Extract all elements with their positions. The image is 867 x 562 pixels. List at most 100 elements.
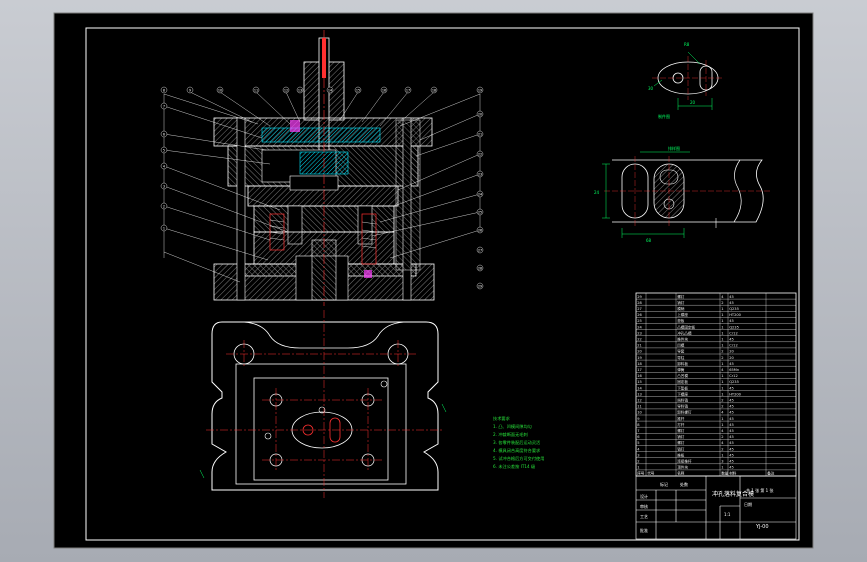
balloon-left: 5 (163, 148, 165, 152)
parts-list-cell: 1 (721, 453, 723, 457)
balloon-top: 12 (284, 88, 288, 92)
parts-list-cell: 2 (721, 399, 723, 403)
balloon-right: 20 (478, 112, 482, 116)
parts-list-cell: 顶件块 (677, 465, 688, 470)
parts-list-header: 材料 (729, 471, 737, 476)
balloon-top: 15 (356, 88, 360, 92)
parts-list-header: 代号 (647, 471, 655, 476)
parts-list-cell: 上模座 (677, 312, 688, 317)
parts-list-cell: 连接推杆 (677, 459, 692, 464)
parts-list-cell: 推杆 (677, 416, 685, 421)
parts-list-cell: 3 (721, 460, 723, 464)
dim-part-width: 20 (690, 100, 696, 105)
title-label-process: 工艺 (640, 514, 648, 519)
parts-list-cell: 1 (721, 313, 723, 317)
balloon-circle (380, 86, 388, 94)
balloon-circle (160, 146, 168, 154)
balloon-circle (430, 86, 438, 94)
parts-list-cell: 45 (729, 405, 734, 409)
balloon-circle (160, 130, 168, 138)
parts-list-cell: 销钉 (677, 434, 685, 439)
balloon-top: 16 (382, 88, 386, 92)
balloon-left: 1 (163, 226, 165, 230)
parts-list-cell: 45 (729, 460, 734, 464)
parts-list-cell: 15 (637, 380, 642, 384)
parts-list-cell: 12 (637, 399, 642, 403)
parts-list-cell: 1 (721, 319, 723, 323)
parts-list-cell: 1 (721, 362, 723, 366)
parts-list-cell: 1 (721, 423, 723, 427)
parts-list-cell: 1 (721, 338, 723, 342)
balloon-circle (404, 86, 412, 94)
parts-list-cell: Cr12 (729, 374, 738, 378)
parts-list-cell: 1 (721, 417, 723, 421)
tech-note: 5. 试冲合格后方可交付使用 (493, 455, 544, 462)
title-label-design: 设计 (640, 493, 648, 499)
parts-list-cell: 65Mn (729, 368, 739, 372)
parts-list-header: 名称 (677, 471, 685, 476)
parts-list-cell: Cr12 (729, 331, 738, 335)
balloon-circle (326, 86, 334, 94)
balloon-circle (282, 86, 290, 94)
parts-list-cell: 螺钉 (677, 428, 685, 433)
parts-list-cell: 1 (637, 466, 639, 470)
parts-list-cell: 推件块 (677, 337, 688, 342)
parts-list-cell: Cr12 (729, 344, 738, 348)
parts-list-cell: 4 (721, 429, 724, 433)
balloon-left: 3 (163, 184, 165, 188)
parts-list-cell: 1 (721, 392, 723, 396)
balloon-circle (186, 86, 194, 94)
parts-list-cell: 1 (721, 466, 723, 470)
balloon-right: 23 (478, 172, 482, 176)
parts-list-cell: 2 (721, 447, 723, 451)
parts-list-cell: 下模座 (677, 391, 688, 396)
parts-list-cell: 45 (729, 417, 734, 421)
balloon-top: 10 (218, 88, 222, 92)
balloon-circle (216, 86, 224, 94)
balloon-circle (476, 264, 484, 272)
parts-list-cell: 45 (729, 429, 734, 433)
tech-note: 1. 凸、凹模间隙均匀 (493, 423, 532, 430)
balloon-circle (476, 150, 484, 158)
parts-list-cell: 6 (637, 435, 640, 439)
parts-list-cell: 导料销 (677, 404, 688, 409)
balloon-circle (476, 226, 484, 234)
balloon-circle (160, 162, 168, 170)
section-view (213, 30, 435, 306)
title-sheet: 共 1 张 第 1 张 (746, 487, 773, 493)
parts-list-cell: 45 (729, 423, 734, 427)
balloon-top: 11 (254, 88, 258, 92)
parts-list-cell: 2 (721, 356, 723, 360)
parts-list-cell: 2 (637, 460, 639, 464)
parts-list-cell: 45 (729, 295, 734, 299)
balloon-circle (160, 224, 168, 232)
parts-list-cell: 20 (729, 356, 734, 360)
dim-part-length: 30 (648, 86, 654, 91)
balloon-right: 29 (478, 284, 482, 288)
balloon-circle (476, 208, 484, 216)
title-label-date: 日期 (744, 501, 752, 507)
balloon-top: 17 (406, 88, 410, 92)
title-drawing-name: 冲孔落料复合模 (712, 490, 754, 498)
balloon-circle (476, 246, 484, 254)
parts-list-cell: 冲孔凸模 (677, 330, 692, 335)
balloon-circle (476, 170, 484, 178)
parts-list-cell: 9 (637, 417, 640, 421)
tech-note: 2. 冲裁断面无毛刺 (493, 431, 528, 438)
parts-list-cell: 45 (729, 453, 734, 457)
parts-list-cell: 8 (637, 423, 640, 427)
title-block (635, 475, 797, 540)
strip-layout (602, 151, 770, 238)
balloon-top: 9 (189, 88, 191, 92)
balloon-right: 22 (478, 152, 482, 156)
parts-list-cell: 22 (637, 338, 642, 342)
parts-list-cell: 2 (721, 405, 723, 409)
parts-list-cell: 13 (637, 392, 642, 396)
tech-note: 4. 模具闭合高度符合要求 (493, 447, 541, 454)
parts-list-cell: 5 (637, 441, 639, 445)
balloon-right: 21 (478, 132, 482, 136)
balloon-circle (160, 202, 168, 210)
parts-list-cell: 14 (637, 386, 642, 390)
parts-list-cell: 29 (637, 295, 642, 299)
